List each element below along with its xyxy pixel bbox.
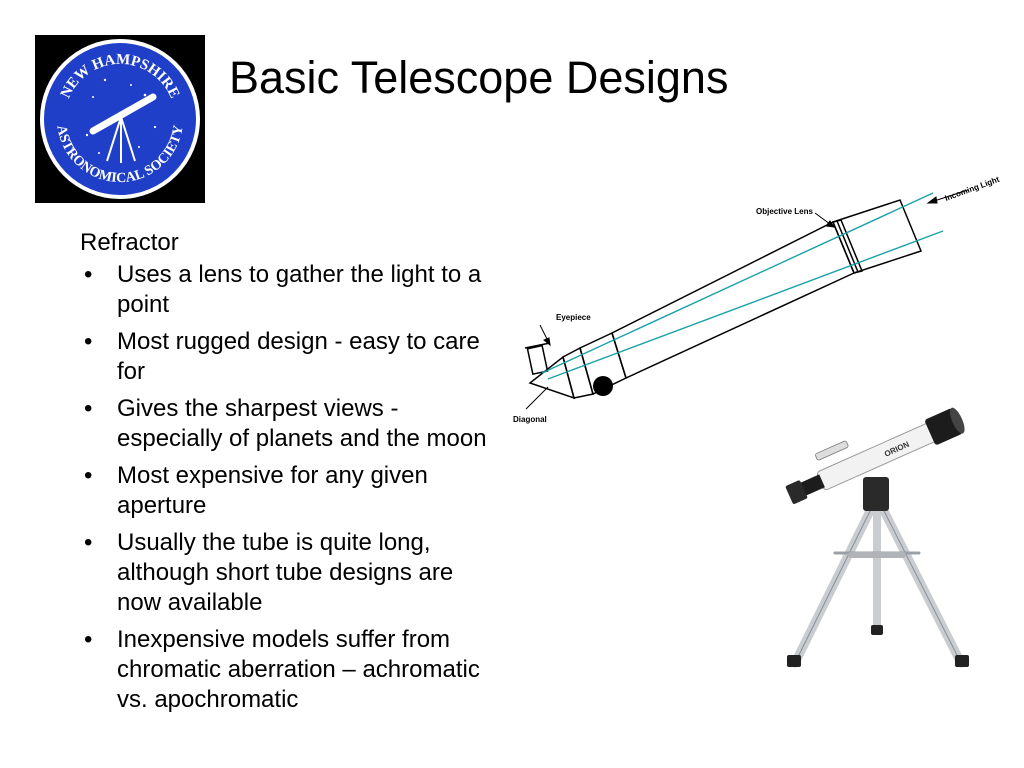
refractor-diagram: Incoming Light Objective Lens Eyepiece D…	[508, 165, 1013, 440]
tripod	[790, 500, 966, 668]
label-eyepiece: Eyepiece	[556, 313, 591, 322]
label-diagonal: Diagonal	[513, 415, 547, 424]
society-logo: NEW HAMPSHIRE ASTRONOMICAL SOCIETY	[35, 35, 205, 203]
bullet-item: • Usually the tube is quite long, althoug…	[80, 528, 500, 618]
dew-shield	[831, 199, 923, 274]
logo-telescope-icon	[89, 93, 157, 163]
bullet-dot: •	[84, 462, 93, 489]
eyepiece-barrel	[526, 344, 549, 376]
bullet-text: Inexpensive models suffer from chromatic…	[117, 626, 480, 713]
bullet-dot: •	[84, 328, 93, 355]
diagonal-body	[528, 355, 576, 400]
section-heading: Refractor	[80, 229, 179, 256]
mount-head	[863, 477, 889, 511]
label-objective-lens: Objective Lens	[756, 207, 813, 216]
optical-tube: ORION	[785, 407, 965, 504]
bullet-dot: •	[84, 395, 93, 422]
label-incoming-light: Incoming Light	[944, 175, 1001, 203]
bullet-item: • Uses a lens to gather the light to a po…	[80, 260, 500, 320]
telescope-photo: ORION	[775, 385, 985, 680]
bullet-text: Usually the tube is quite long, although…	[117, 529, 454, 616]
finder-scope	[815, 440, 849, 461]
bullet-item: • Most expensive for any given aperture	[80, 461, 500, 521]
bullet-dot: •	[84, 529, 93, 556]
bullet-text: Most expensive for any given aperture	[117, 462, 428, 519]
bullet-item: • Gives the sharpest views - especially o…	[80, 394, 500, 454]
objective-lens-cell	[831, 219, 864, 274]
bullet-text: Gives the sharpest views - especially of…	[117, 395, 487, 452]
bullet-text: Most rugged design - easy to care for	[117, 328, 480, 385]
focus-knob	[593, 376, 613, 396]
bullet-item: • Inexpensive models suffer from chromati…	[80, 625, 500, 715]
logo-stars	[85, 78, 157, 154]
light-rays	[541, 192, 944, 380]
bullet-dot: •	[84, 261, 93, 288]
telescope-outline	[524, 199, 923, 400]
refractor-section: Refractor • Uses a lens to gather the lig…	[80, 228, 500, 722]
tripod-feet	[787, 625, 969, 667]
bullet-dot: •	[84, 626, 93, 653]
bullet-item: • Most rugged design - easy to care for	[80, 327, 500, 387]
bullet-text: Uses a lens to gather the light to a poi…	[117, 261, 482, 318]
bullet-list: • Uses a lens to gather the light to a po…	[80, 260, 500, 715]
page-title: Basic Telescope Designs	[229, 52, 729, 103]
